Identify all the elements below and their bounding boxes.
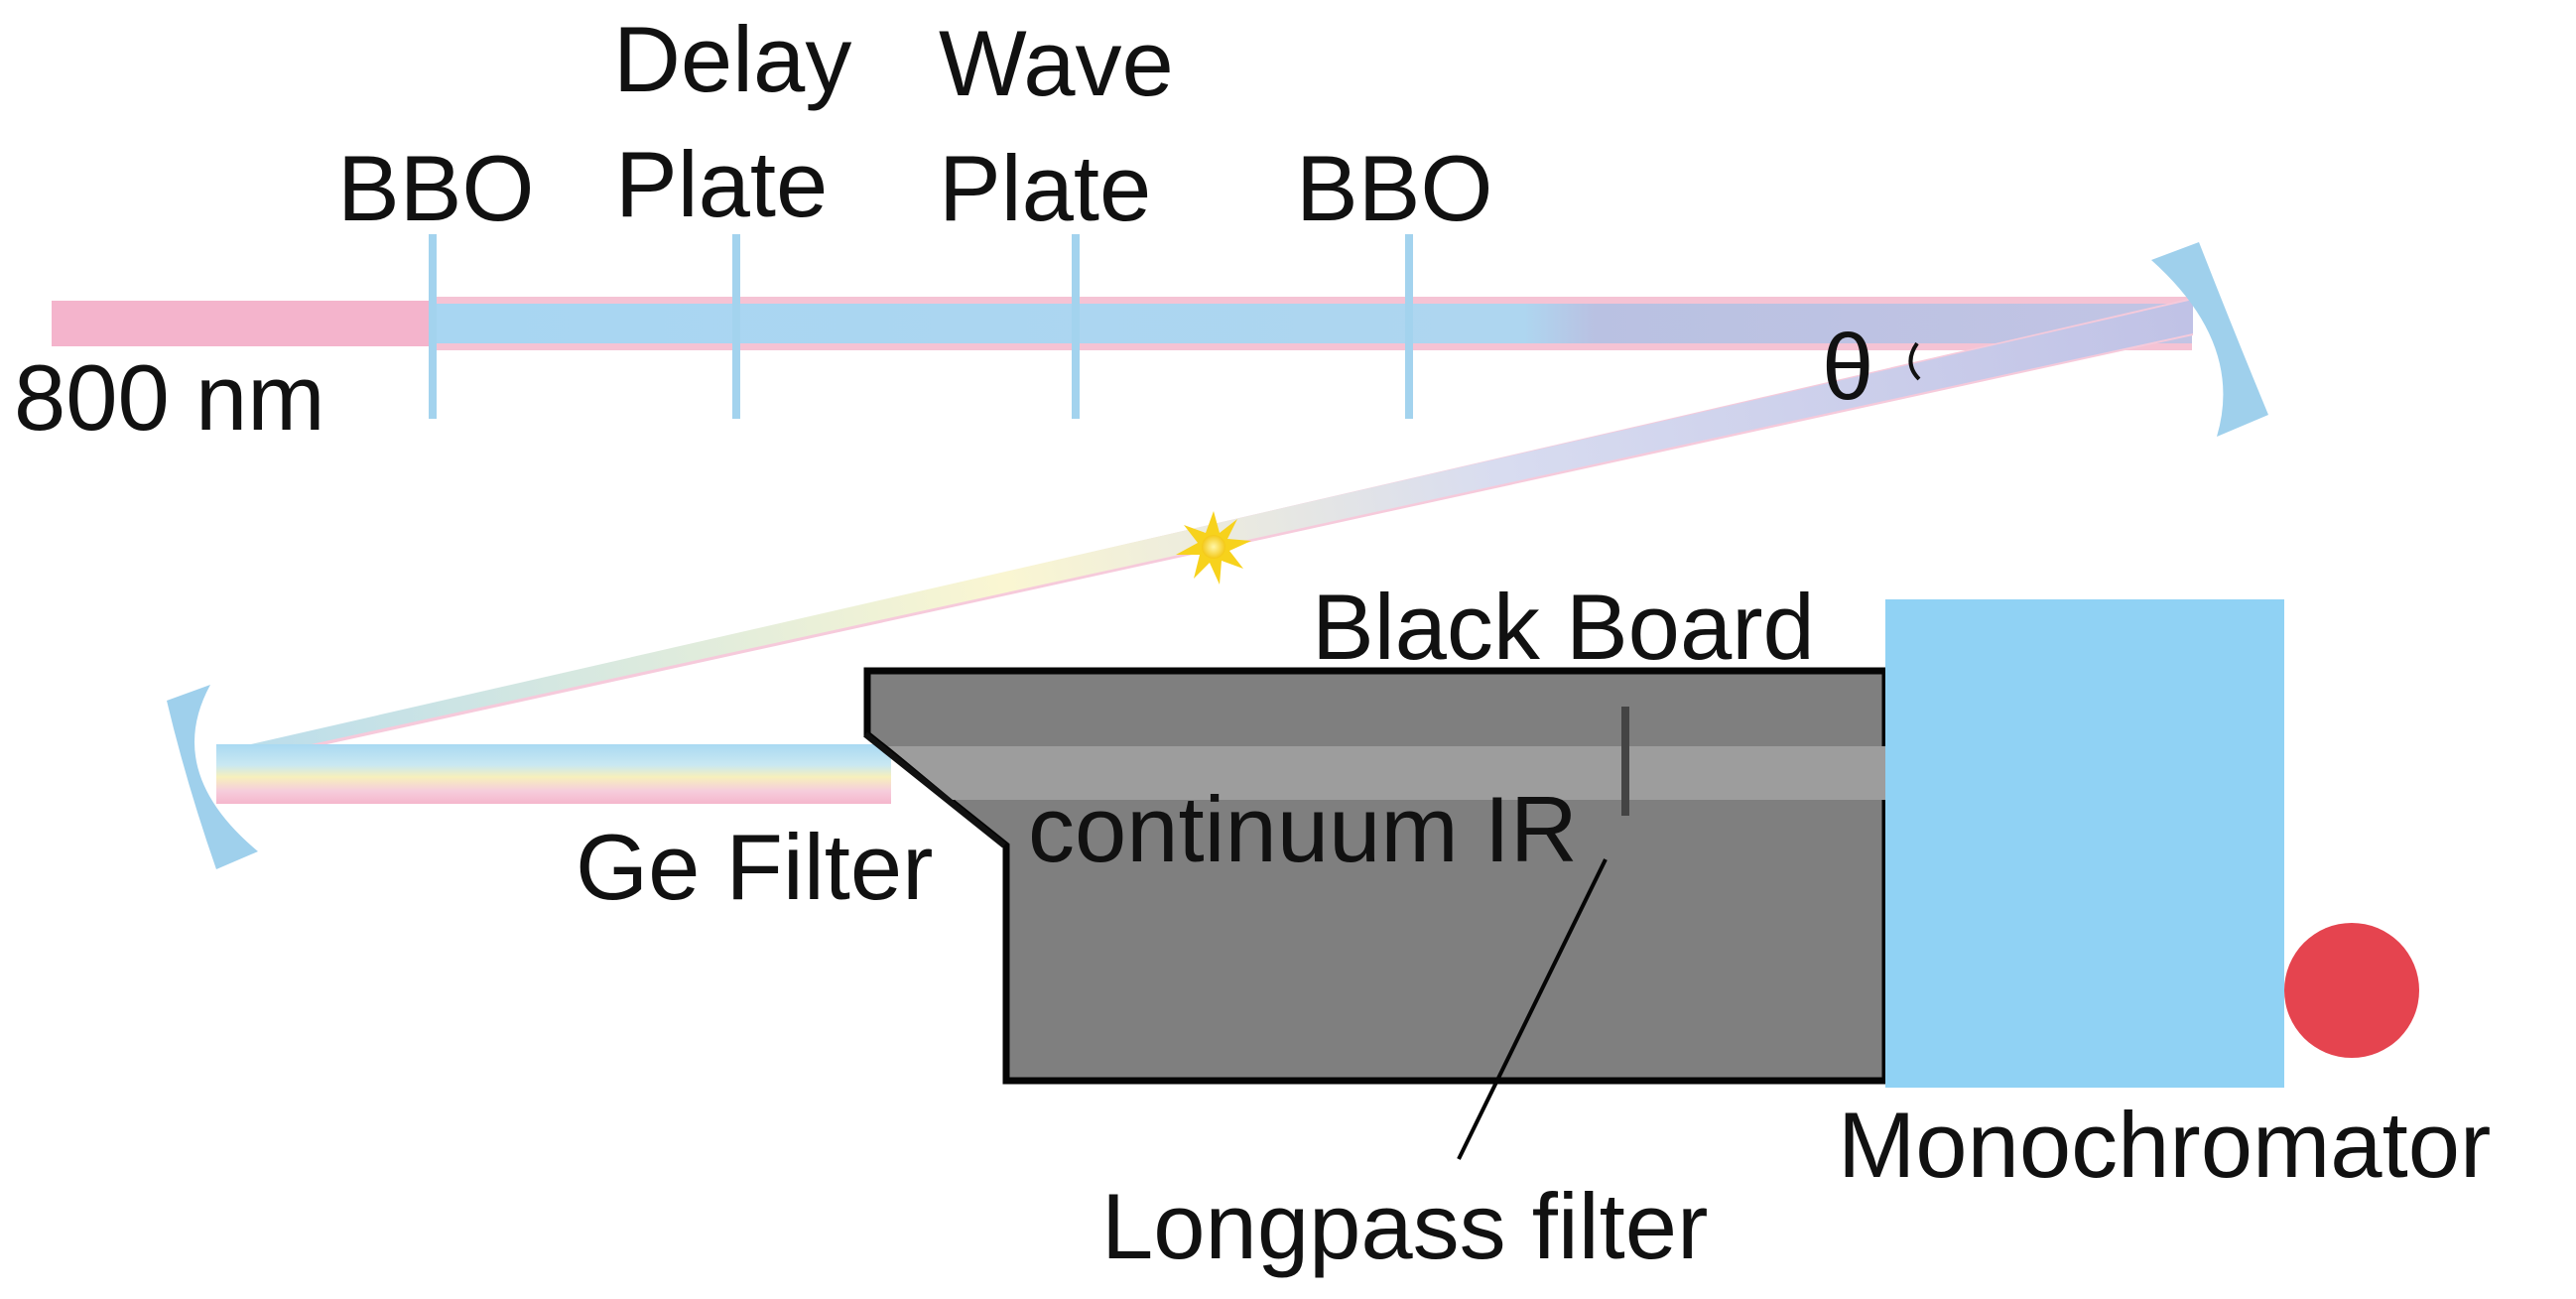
label-bbo-2: BBO xyxy=(1296,136,1493,240)
label-black-board: Black Board xyxy=(1312,575,1815,679)
ge-filter xyxy=(863,731,1006,848)
continuum-ir-band xyxy=(888,746,1885,800)
bbo-crystal-1 xyxy=(429,234,437,419)
label-bbo-1: BBO xyxy=(337,136,535,240)
label-monochromator: Monochromator xyxy=(1838,1093,2491,1197)
longpass-filter-leader xyxy=(1457,858,1608,1160)
pump-beam-800nm xyxy=(52,301,434,346)
concave-mirror-bottom-icon xyxy=(167,685,258,869)
angle-arc xyxy=(1908,341,1921,381)
upper-beam xyxy=(434,304,2192,343)
concave-mirror-top-icon xyxy=(2151,242,2268,437)
diagonal-beam xyxy=(216,300,2193,764)
label-longpass-filter: Longpass filter xyxy=(1101,1174,1708,1278)
bbo-crystal-2 xyxy=(1405,234,1413,419)
label-delay-plate-line2: Plate xyxy=(615,132,828,236)
label-theta: θ xyxy=(1822,315,1873,419)
label-wave-plate-line2: Plate xyxy=(939,136,1151,240)
label-delay-plate-line1: Delay xyxy=(613,7,851,111)
detector-icon xyxy=(2284,923,2419,1058)
plasma-spark-icon xyxy=(1176,511,1251,585)
wave-plate xyxy=(1072,234,1080,419)
label-wave-plate-line1: Wave xyxy=(939,11,1174,115)
label-continuum-ir: continuum IR xyxy=(1028,777,1578,881)
delay-plate xyxy=(732,234,740,419)
label-800nm: 800 nm xyxy=(14,345,325,450)
monochromator xyxy=(1885,599,2284,1088)
label-ge-filter: Ge Filter xyxy=(576,815,933,919)
return-beam xyxy=(216,744,891,804)
